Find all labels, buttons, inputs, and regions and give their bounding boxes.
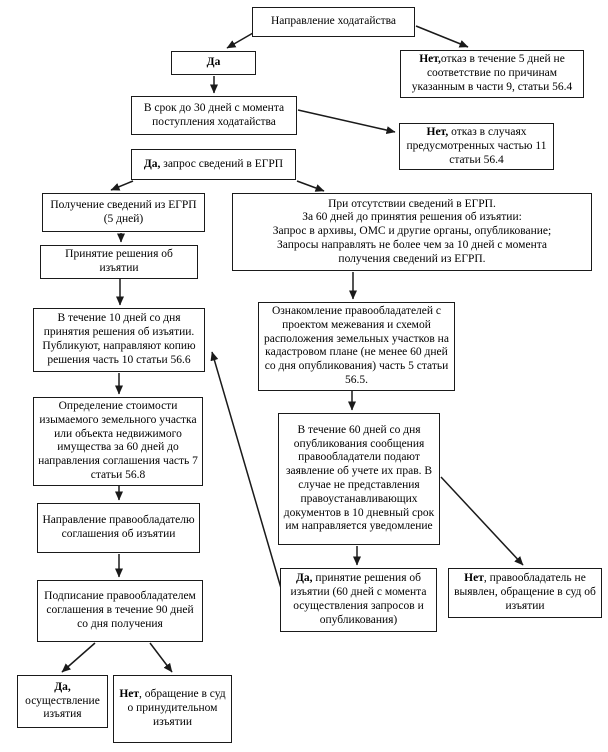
arrow-sixty_days-to-no_owner bbox=[440, 476, 524, 566]
bold-prefix: Да, bbox=[143, 157, 161, 170]
label-text: , обращение в суд о принудительном изъят… bbox=[127, 688, 226, 728]
node-seizure-decision: Принятие решения об изъятии bbox=[40, 245, 198, 279]
label-text: Определение стоимости изымаемого земельн… bbox=[38, 400, 198, 481]
label-text: принятие решения об изъятии (60 дней с м… bbox=[290, 572, 427, 626]
label-text: В срок до 30 дней с момента поступления … bbox=[143, 101, 285, 128]
node-label: При отсутствии сведений в ЕГРП. За 60 дн… bbox=[273, 198, 551, 267]
bold-prefix: Нет, bbox=[419, 53, 441, 66]
node-petition-direction: Направление ходатайства bbox=[252, 7, 415, 37]
label-text: В течение 10 дней со дня принятия решени… bbox=[42, 312, 196, 366]
arrow-direction-to-yes bbox=[226, 32, 254, 49]
node-agreement-sending: Направление правообладателю соглашения о… bbox=[37, 503, 200, 553]
node-yes: Да bbox=[171, 51, 256, 75]
node-label: Нет,отказ в течение 5 дней не соответств… bbox=[405, 53, 579, 94]
node-label: Подписание правообладателем соглашения в… bbox=[42, 590, 198, 631]
label-text: В течение 60 дней со дня опубликования с… bbox=[283, 423, 435, 533]
node-label: Определение стоимости изымаемого земельн… bbox=[38, 400, 198, 483]
node-10-days-publication: В течение 10 дней со дня принятия решени… bbox=[33, 308, 205, 372]
node-label: Да bbox=[207, 56, 221, 70]
node-label: Да, запрос сведений в ЕГРП bbox=[144, 158, 283, 172]
label-text: запрос сведений в ЕГРП bbox=[160, 157, 284, 170]
node-yes-seizure-decision: Да, принятие решения об изъятии (60 дней… bbox=[280, 568, 437, 632]
node-label: Нет, правообладатель не выявлен, обращен… bbox=[453, 572, 597, 613]
node-refusal-part-11: Нет, отказ в случаях предусмотренных час… bbox=[399, 123, 554, 171]
node-yes-seizure-execution: Да, осуществление изъятия bbox=[17, 675, 108, 728]
label-text: отказ в случаях предусмотренных частью 1… bbox=[406, 126, 547, 166]
label-text: Направление ходатайства bbox=[270, 15, 396, 28]
label-text: отказ в течение 5 дней не соответствие п… bbox=[411, 53, 573, 93]
bold-prefix: Да, bbox=[54, 680, 71, 693]
node-egrp-request: Да, запрос сведений в ЕГРП bbox=[131, 149, 296, 180]
arrow-term30-to-no11 bbox=[297, 109, 396, 135]
bold-prefix: Нет bbox=[119, 688, 140, 701]
node-label: Направление правообладателю соглашения о… bbox=[42, 514, 195, 542]
node-label: Получение сведений из ЕГРП (5 дней) bbox=[47, 199, 200, 227]
node-no-egrp-info: При отсутствии сведений в ЕГРП. За 60 дн… bbox=[232, 193, 592, 271]
bold-prefix: Нет, bbox=[426, 126, 449, 138]
label-text: Подписание правообладателем соглашения в… bbox=[44, 590, 196, 630]
arrow-egrp_request-to-no_egrp bbox=[296, 180, 325, 192]
node-agreement-signing: Подписание правообладателем соглашения в… bbox=[37, 580, 203, 642]
arrow-signing-to-no_court bbox=[149, 642, 173, 673]
label-text: При отсутствии сведений в ЕГРП. За 60 дн… bbox=[272, 197, 552, 265]
node-egrp-data-received: Получение сведений из ЕГРП (5 дней) bbox=[42, 193, 205, 232]
node-cost-determination: Определение стоимости изымаемого земельн… bbox=[33, 397, 203, 486]
node-label: В срок до 30 дней с момента поступления … bbox=[136, 102, 292, 130]
node-label: Нет, обращение в суд о принудительном из… bbox=[118, 688, 227, 729]
node-label: В течение 10 дней со дня принятия решени… bbox=[38, 312, 200, 367]
node-term-30-days: В срок до 30 дней с момента поступления … bbox=[131, 96, 297, 135]
node-no-owner-court: Нет, правообладатель не выявлен, обращен… bbox=[448, 568, 602, 618]
label-text: Ознакомление правообладателей с проектом… bbox=[264, 305, 449, 386]
arrow-egrp_request-to-egrp_get bbox=[110, 180, 134, 191]
node-60-days-applications: В течение 60 дней со дня опубликования с… bbox=[278, 413, 440, 545]
bold-prefix: Нет bbox=[464, 572, 484, 585]
node-label: В течение 60 дней со дня опубликования с… bbox=[283, 424, 435, 534]
node-label: Нет, отказ в случаях предусмотренных час… bbox=[404, 126, 549, 167]
node-label: Да, осуществление изъятия bbox=[22, 681, 103, 722]
label-text: осуществление изъятия bbox=[25, 694, 100, 721]
label-text: Принятие решения об изъятии bbox=[65, 248, 173, 274]
node-label: Да, принятие решения об изъятии (60 дней… bbox=[285, 572, 432, 627]
bold-prefix: Да, bbox=[296, 572, 313, 585]
label-text: Направление правообладателю соглашения о… bbox=[42, 514, 195, 540]
bold-prefix: Да bbox=[206, 56, 221, 69]
node-label: Направление ходатайства bbox=[271, 15, 396, 29]
arrow-signing-to-yes_seizure bbox=[61, 642, 96, 673]
node-label: Принятие решения об изъятии bbox=[45, 248, 193, 276]
arrow-direction-to-no5days bbox=[415, 25, 469, 48]
label-text: , правообладатель не выявлен, обращение … bbox=[454, 572, 596, 612]
node-label: Ознакомление правообладателей с проектом… bbox=[263, 305, 450, 388]
node-owners-acquaintance: Ознакомление правообладателей с проектом… bbox=[258, 302, 455, 391]
node-refusal-5-days: Нет,отказ в течение 5 дней не соответств… bbox=[400, 50, 584, 98]
label-text: Получение сведений из ЕГРП (5 дней) bbox=[50, 198, 197, 225]
node-no-forced-seizure-court: Нет, обращение в суд о принудительном из… bbox=[113, 675, 232, 743]
